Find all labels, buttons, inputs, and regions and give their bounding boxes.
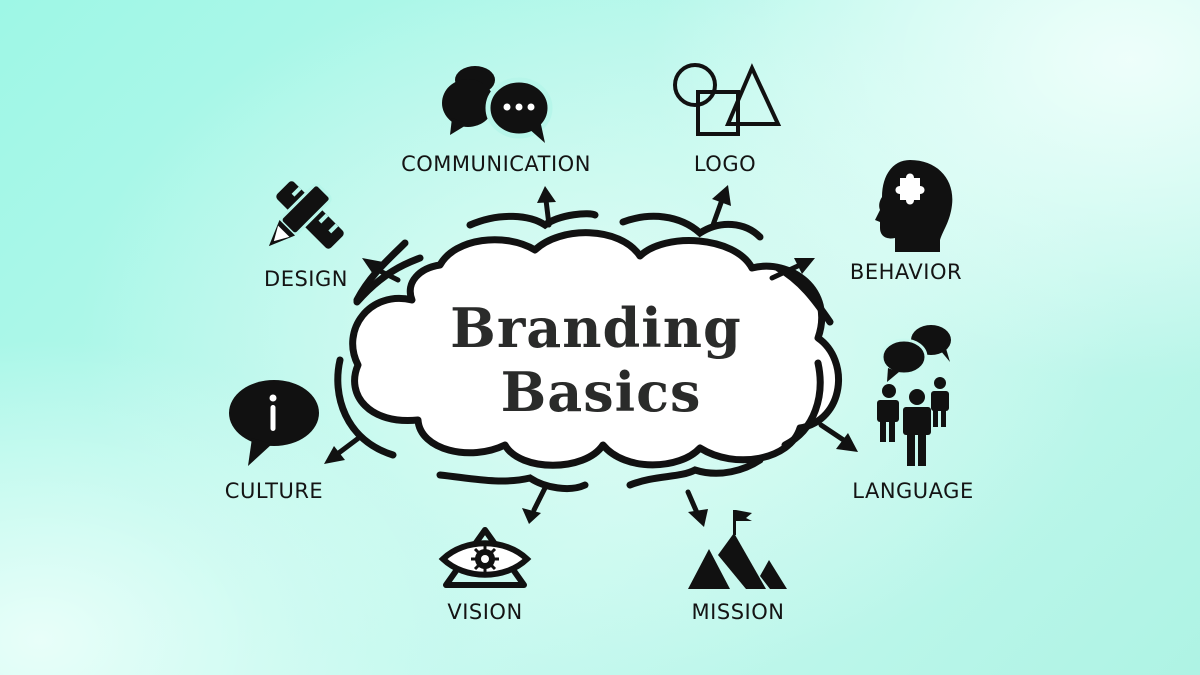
node-communication-label: COMMUNICATION bbox=[401, 152, 591, 176]
mountain-flag-icon bbox=[688, 510, 787, 589]
arrows bbox=[324, 185, 858, 527]
node-mission-label: MISSION bbox=[691, 600, 785, 624]
arrow-communication bbox=[537, 186, 556, 228]
title-line-1: Branding bbox=[450, 296, 742, 360]
node-culture-label: CULTURE bbox=[224, 479, 324, 503]
arrow-logo bbox=[710, 185, 731, 228]
shapes-icon bbox=[673, 63, 782, 136]
arrow-behavior bbox=[769, 258, 815, 281]
people-chat-icon bbox=[877, 325, 951, 466]
node-behavior-label: BEHAVIOR bbox=[849, 260, 963, 284]
pencil-ruler-icon bbox=[268, 181, 344, 249]
bracket-arcs bbox=[334, 210, 834, 492]
arrow-mission bbox=[685, 489, 708, 527]
speech-bubbles-icon bbox=[442, 66, 553, 143]
central-cloud bbox=[349, 229, 842, 469]
arrow-language bbox=[818, 422, 858, 452]
eye-triangle-icon bbox=[438, 527, 532, 588]
title-line-2: Basics bbox=[500, 360, 702, 424]
node-vision-label: VISION bbox=[447, 600, 523, 624]
node-design-label: DESIGN bbox=[264, 267, 348, 291]
arrow-vision bbox=[522, 485, 548, 524]
arrow-culture bbox=[324, 434, 363, 464]
arrow-design bbox=[362, 258, 401, 283]
node-language-label: LANGUAGE bbox=[852, 479, 974, 503]
node-logo-label: LOGO bbox=[693, 152, 757, 176]
head-puzzle-icon bbox=[875, 160, 953, 252]
info-bubble-icon bbox=[229, 380, 319, 466]
